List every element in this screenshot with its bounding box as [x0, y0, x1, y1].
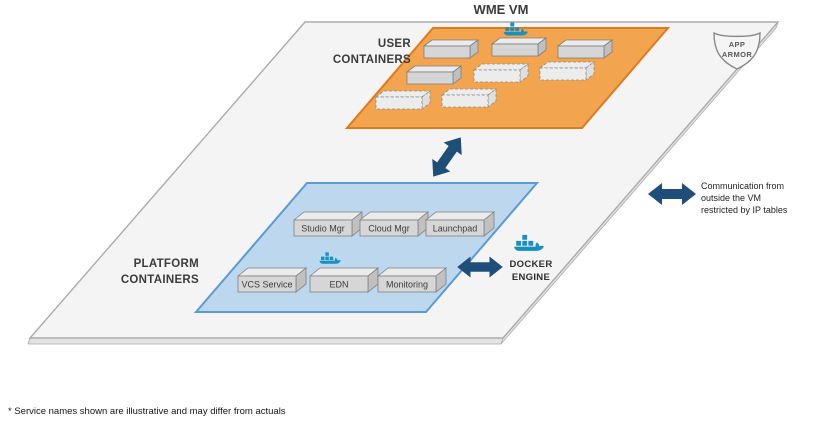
user-container-box	[556, 39, 614, 59]
box-face	[423, 45, 471, 59]
user-container-box-dashed	[440, 88, 498, 108]
app-armor-label-line1: APP	[729, 40, 746, 49]
box-face	[236, 267, 308, 277]
box-face	[293, 219, 353, 237]
box-face	[425, 219, 485, 237]
box-face	[358, 211, 430, 221]
user-container-box	[490, 37, 548, 57]
service-box-cloud-mgr: Cloud Mgr	[358, 211, 430, 237]
vm-plane-bottom-edge	[27, 337, 504, 345]
box-face	[376, 267, 448, 277]
box-face	[424, 211, 496, 221]
platform-containers-label-line2: CONTAINERS	[121, 274, 199, 286]
user-containers-label-line1: USER	[378, 38, 412, 50]
user-container-box	[405, 65, 463, 85]
box-face	[422, 39, 480, 47]
user-container-box-dashed	[538, 61, 596, 81]
user-containers-label-line2: CONTAINERS	[333, 54, 411, 66]
box-face	[556, 39, 614, 47]
box-face	[237, 275, 297, 293]
service-label: EDN	[329, 280, 348, 290]
docker-engine-label-line2: ENGINE	[512, 272, 550, 283]
box-face	[473, 69, 521, 83]
platform-containers-label-line1: PLATFORM	[134, 258, 199, 270]
docker-engine-label-line1: DOCKER	[510, 259, 553, 270]
service-box-edn: EDN	[308, 267, 380, 293]
box-face	[405, 65, 463, 73]
service-box-launchpad: Launchpad	[424, 211, 496, 237]
service-box-studio-mgr: Studio Mgr	[292, 211, 364, 237]
box-face	[472, 63, 530, 71]
user-container-box-dashed	[472, 63, 530, 83]
service-label: VCS Service	[241, 280, 292, 290]
service-box-vcs-service: VCS Service	[236, 267, 308, 293]
box-face	[440, 88, 498, 96]
external-communication-arrow	[648, 183, 696, 205]
service-label: Monitoring	[386, 280, 428, 290]
service-box-monitoring: Monitoring	[376, 267, 448, 293]
box-face	[441, 94, 489, 108]
box-face	[377, 275, 437, 293]
box-face	[309, 275, 369, 293]
box-face	[359, 219, 419, 237]
box-face	[292, 211, 364, 221]
footnote: * Service names shown are illustrative a…	[8, 406, 286, 417]
external-note-line3: restricted by IP tables	[701, 205, 788, 215]
service-label: Cloud Mgr	[368, 224, 410, 234]
box-face	[538, 61, 596, 69]
app-armor-badge: APP ARMOR	[713, 31, 761, 70]
box-face	[374, 90, 432, 98]
app-armor-shield-icon	[713, 31, 761, 70]
diagram-title: WME VM	[474, 2, 529, 17]
user-container-box	[422, 39, 480, 59]
box-face	[557, 45, 605, 59]
service-label: Launchpad	[433, 224, 478, 234]
box-face	[308, 267, 380, 277]
box-face	[491, 43, 539, 57]
box-face	[375, 96, 423, 110]
box-face	[490, 37, 548, 45]
external-note-line1: Communication from	[701, 181, 784, 191]
user-container-box-dashed	[374, 90, 432, 110]
app-armor-label-line2: ARMOR	[722, 50, 753, 59]
external-note-line2: outside the VM	[701, 193, 761, 203]
box-face	[539, 67, 587, 81]
service-label: Studio Mgr	[301, 224, 345, 234]
box-face	[406, 71, 454, 85]
